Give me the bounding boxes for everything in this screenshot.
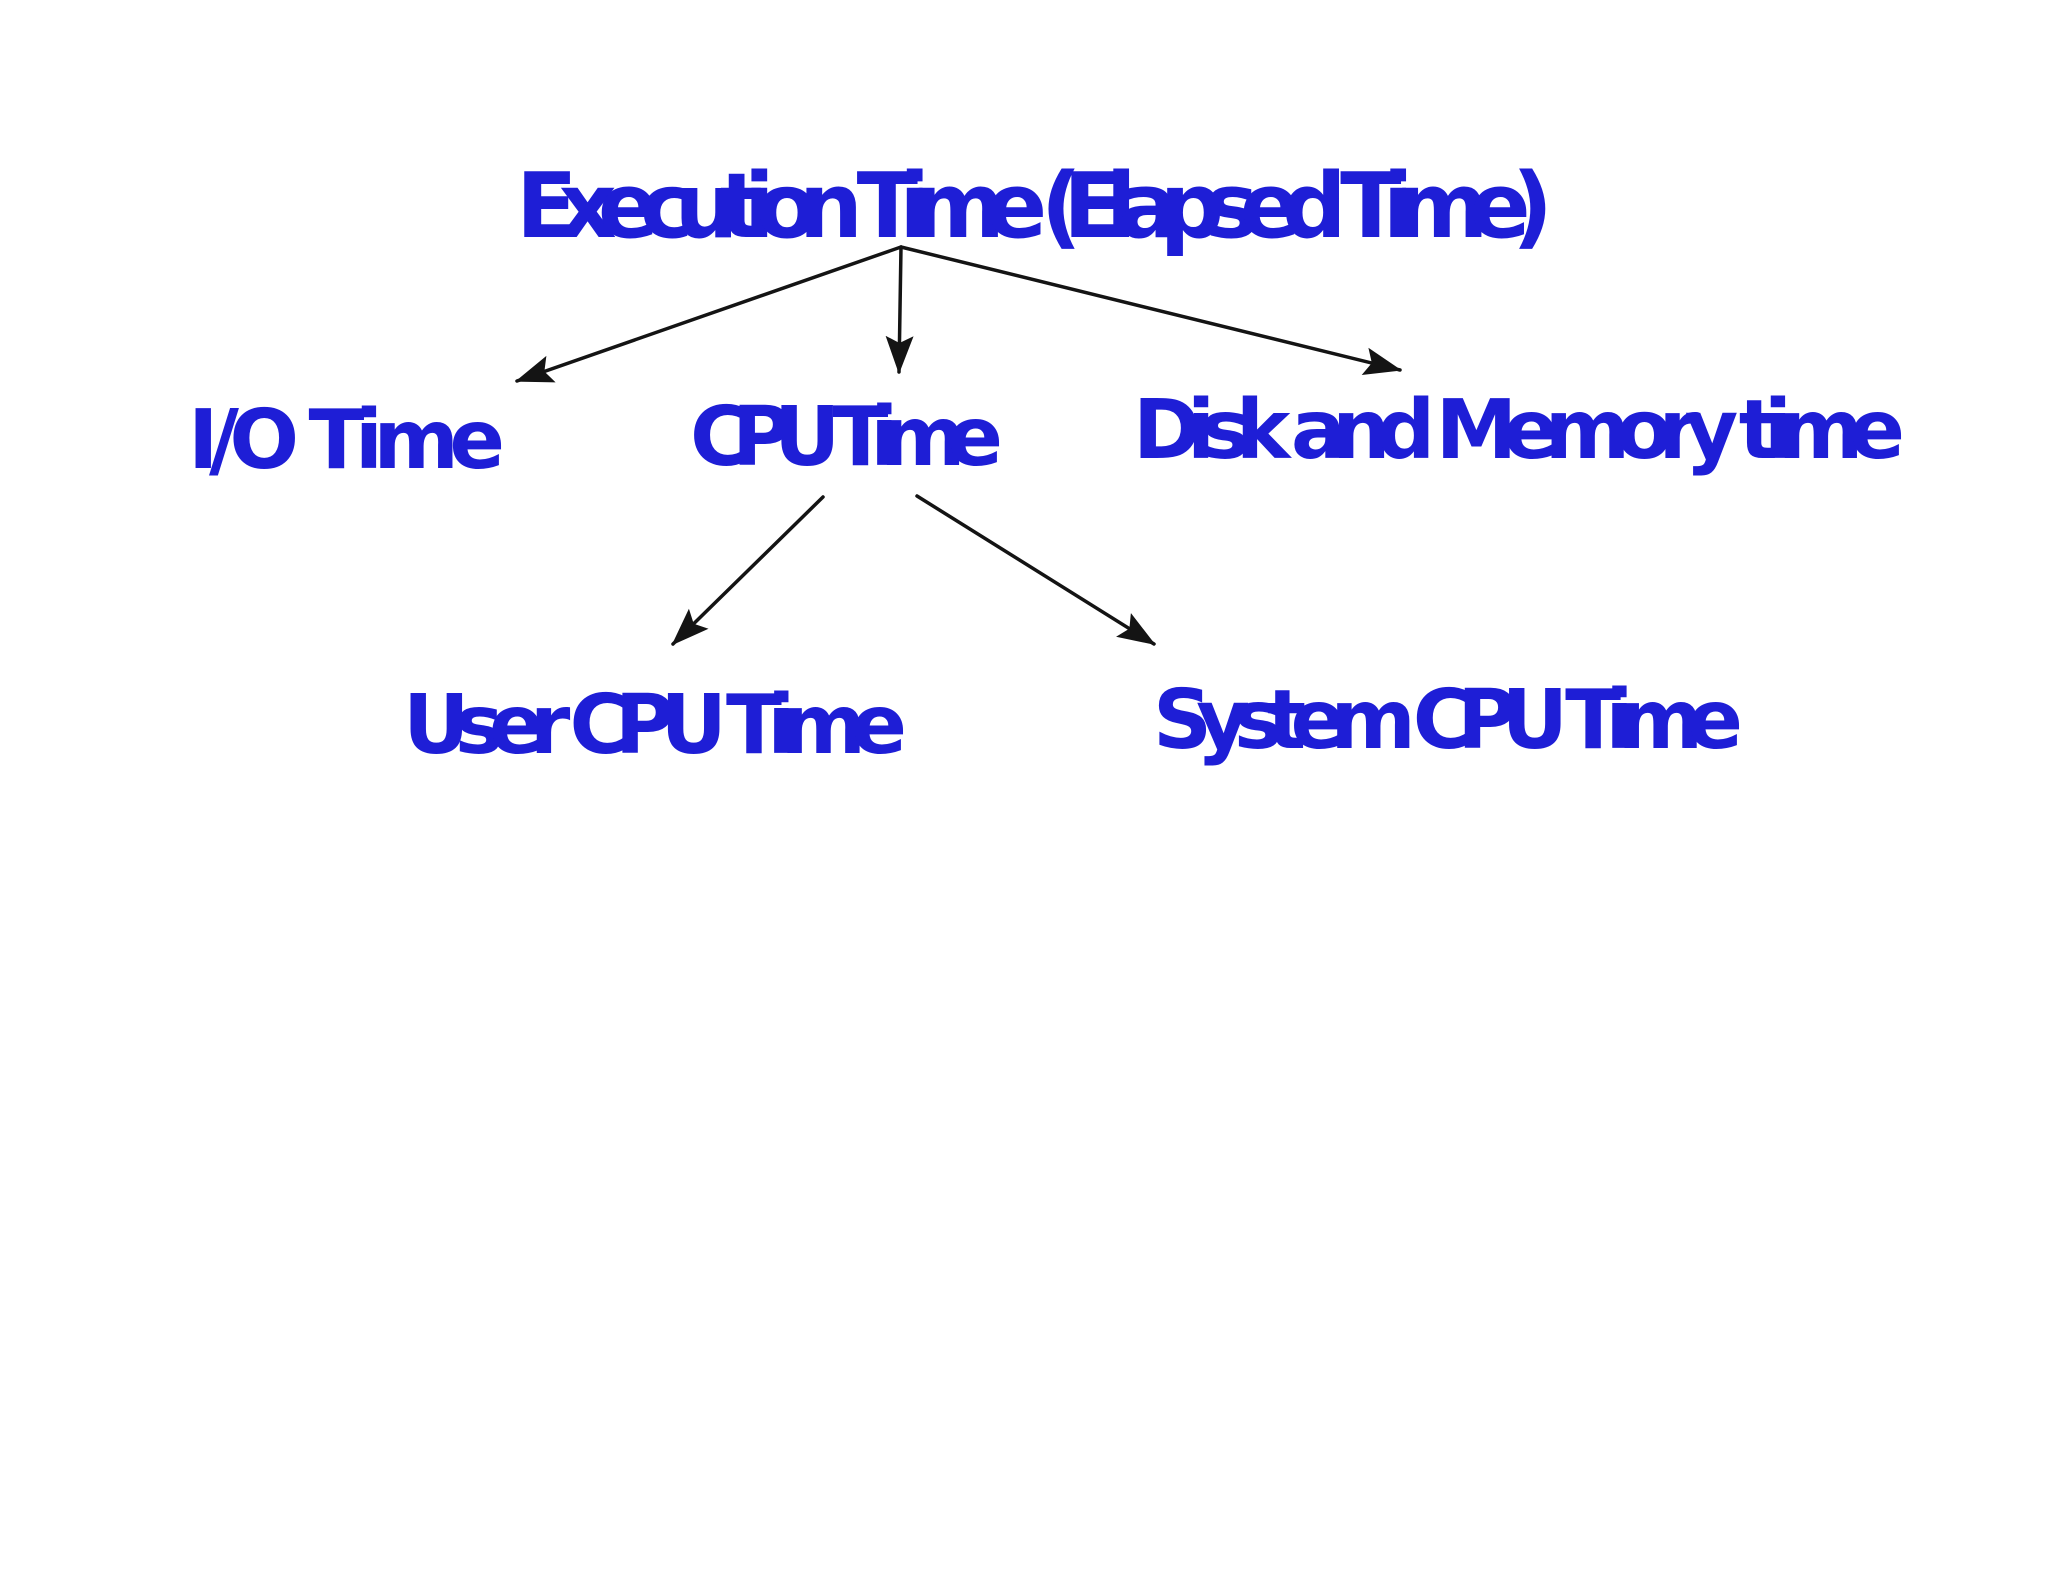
edge-cpu-to-system-arrow [915, 494, 1156, 646]
node-cpu-time: CPU Time [690, 390, 1003, 485]
edge-root-to-cpu-arrow [885, 245, 914, 374]
node-system-cpu-time: System CPU Time [1153, 673, 1743, 768]
node-execution-time: Execution Time (Elapsed Time) [516, 154, 1553, 259]
edge-root-to-io-arrow [515, 245, 903, 383]
node-io-time: I/O Time [188, 393, 505, 488]
edge-cpu-to-user-arrow [671, 495, 825, 646]
edge-root-to-disk-arrow [899, 245, 1402, 375]
node-user-cpu-time: User CPU Time [403, 678, 907, 773]
node-disk-memory-time: Disk and Memory time [1133, 383, 1905, 478]
